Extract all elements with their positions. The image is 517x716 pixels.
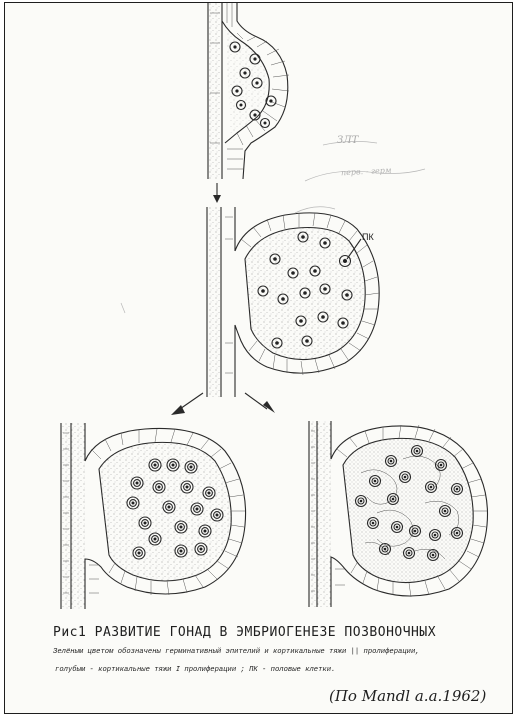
arrow-down-right-icon — [245, 393, 275, 413]
figure-caption-line: голубым - кортикальные тяжи I пролиферац… — [55, 666, 335, 674]
stage-3-gonad-right — [309, 421, 488, 607]
germ-cell-label: ПК — [362, 232, 374, 242]
arrow-down-left-icon — [171, 393, 203, 415]
figure-caption-line: Зелёным цветом обозначены герминативный … — [53, 648, 420, 656]
stage-1-mesenchyme — [208, 3, 222, 179]
gonad-development-diagram — [5, 3, 514, 715]
stage-1-genital-ridge — [208, 3, 289, 179]
stage-3-left-mesenchyme — [61, 423, 85, 609]
stage-3-gonad-left — [61, 423, 246, 609]
figure-caption-title: Рис1 РАЗВИТИЕ ГОНАД В ЭМБРИОГЕНЕЗЕ ПОЗВО… — [53, 625, 436, 640]
pencil-annotation: ЗЛТ — [337, 135, 358, 146]
stage-3-right-mesenchyme — [309, 421, 331, 607]
scanned-page: ПК ЗЛТ перв. - герм Рис1 РАЗВИТИЕ ГОНАД … — [4, 2, 513, 714]
stage-2-indifferent-gonad — [207, 207, 379, 397]
arrow-down-icon — [213, 183, 221, 203]
stage-2-mesenchyme — [207, 207, 221, 397]
figure-source-citation: (По Mandl a.a.1962) — [329, 687, 486, 705]
